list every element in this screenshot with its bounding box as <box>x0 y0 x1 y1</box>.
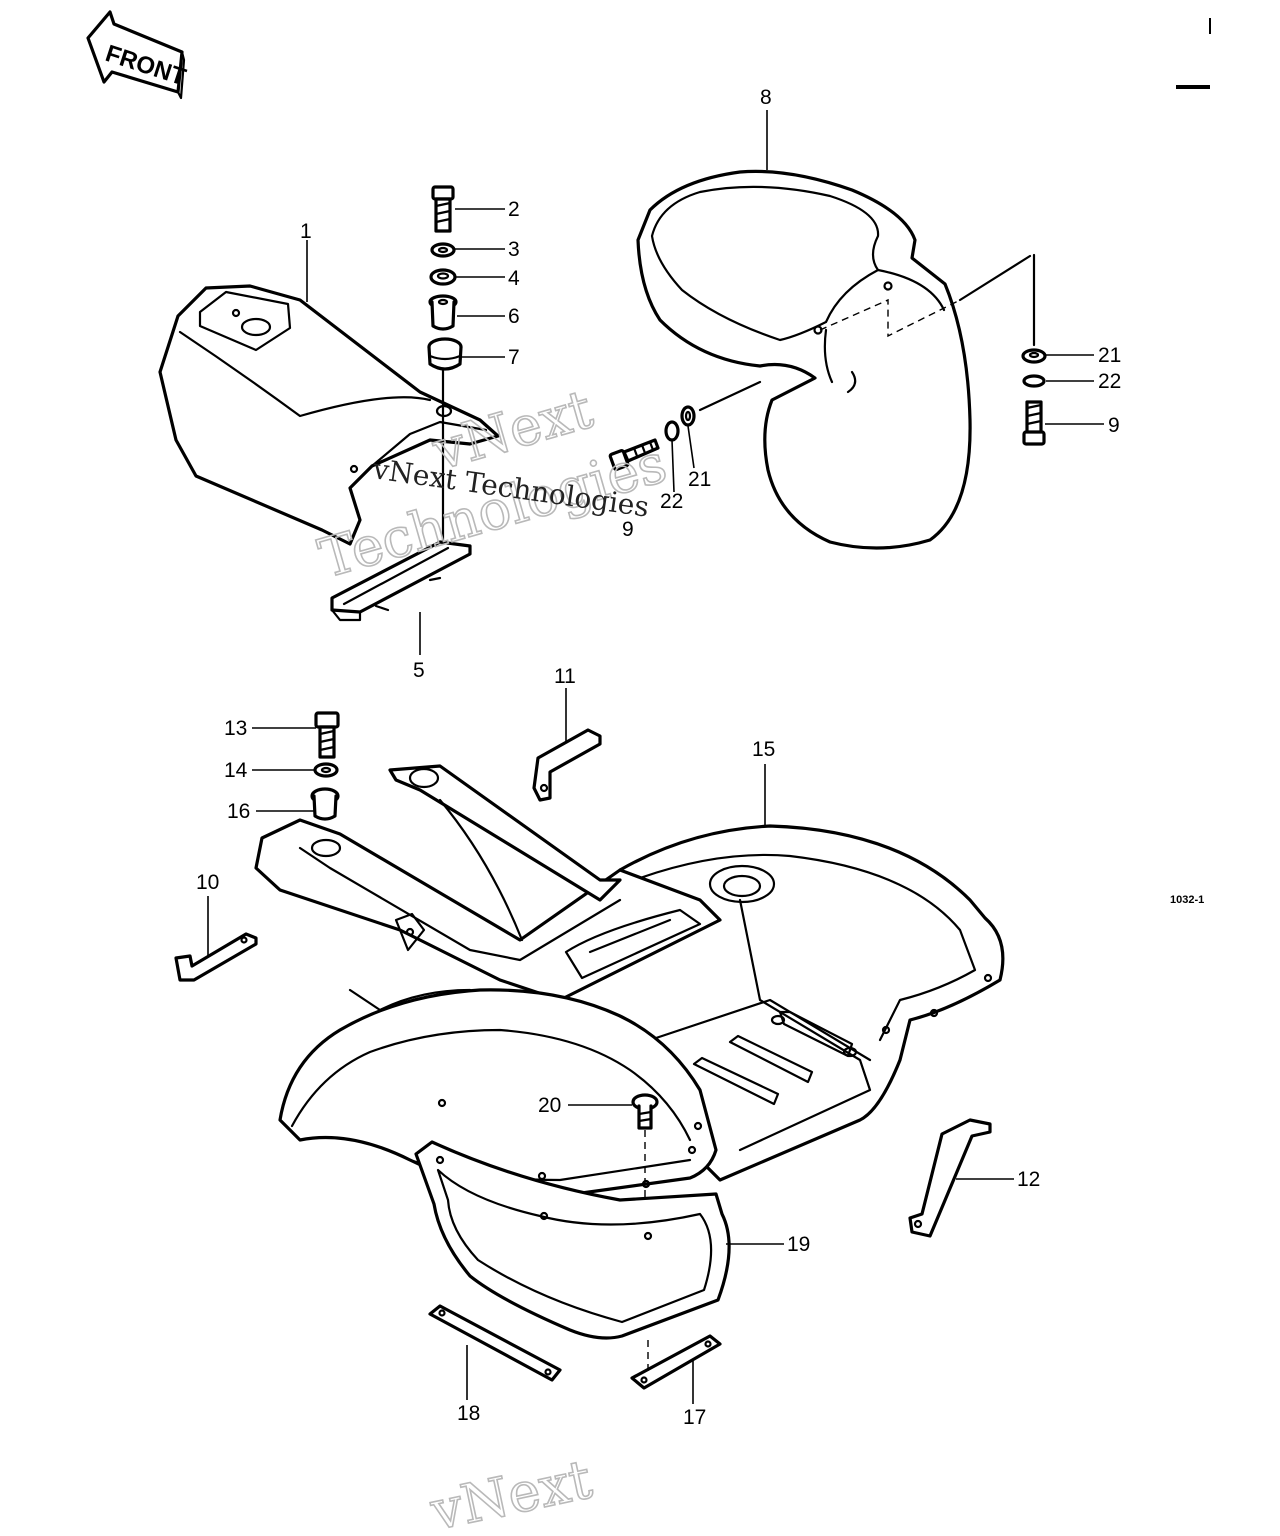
callout-19: 19 <box>787 1233 810 1256</box>
callout-9-left: 9 <box>622 518 634 541</box>
callout-11: 11 <box>554 665 576 688</box>
callout-18: 18 <box>457 1402 480 1425</box>
mud-flap-part <box>414 1140 731 1340</box>
washer-icon <box>429 268 457 286</box>
callout-10: 10 <box>196 871 219 894</box>
rear-fender-part <box>254 764 1005 1198</box>
callout-1: 1 <box>300 220 312 243</box>
callout-2: 2 <box>508 198 520 221</box>
callout-20: 20 <box>538 1094 561 1117</box>
bolt-icon <box>314 711 340 759</box>
plate-part <box>630 1334 722 1390</box>
bracket-part <box>174 932 258 982</box>
bolt-icon <box>431 185 455 233</box>
callout-3: 3 <box>508 238 520 261</box>
callout-5: 5 <box>413 659 425 682</box>
callout-22-left: 22 <box>660 490 683 513</box>
leader-lines <box>207 110 1104 1404</box>
washer-icon <box>664 420 680 442</box>
callout-12: 12 <box>1017 1168 1040 1191</box>
callout-13: 13 <box>224 717 247 740</box>
callout-16: 16 <box>227 800 250 823</box>
bolt-icon <box>1022 400 1046 446</box>
callout-14: 14 <box>224 759 248 782</box>
washer-icon <box>313 762 339 778</box>
screw-icon <box>631 1093 659 1130</box>
callout-17: 17 <box>683 1406 706 1429</box>
callout-4: 4 <box>508 267 520 290</box>
callout-22-right: 22 <box>1098 370 1121 393</box>
grommet-icon <box>427 337 463 371</box>
callout-15: 15 <box>752 738 775 761</box>
watermark-bottom: vNext <box>425 1447 598 1536</box>
bracket-part <box>908 1118 992 1238</box>
callout-21-left: 21 <box>688 468 711 491</box>
bracket-part <box>532 728 602 802</box>
washer-icon <box>680 405 696 427</box>
washer-icon <box>1022 374 1046 388</box>
collar-icon <box>310 787 340 821</box>
collar-icon <box>428 294 458 331</box>
bracket-part <box>330 540 472 622</box>
washer-icon <box>430 242 456 258</box>
callout-6: 6 <box>508 305 520 328</box>
plate-part <box>428 1304 562 1382</box>
callout-7: 7 <box>508 346 520 369</box>
callout-8: 8 <box>760 86 772 109</box>
diagram-code: 1032-1 <box>1170 894 1204 906</box>
bolt-icon <box>608 438 660 471</box>
callout-labels: 1 2 3 4 5 6 7 8 9 9 10 11 12 13 14 15 16… <box>196 86 1121 1429</box>
rear-cover-part <box>636 169 972 550</box>
callout-21-right: 21 <box>1098 344 1121 367</box>
callout-9-right: 9 <box>1108 414 1120 437</box>
front-arrow-icon: FRONT <box>86 10 189 100</box>
